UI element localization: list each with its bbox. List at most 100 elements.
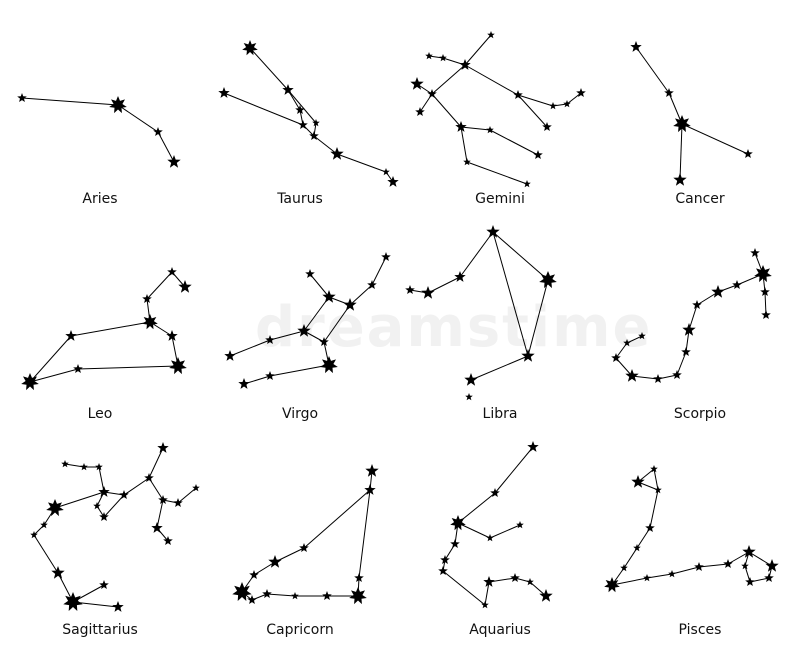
taurus-star-icon (330, 147, 344, 160)
gemini-star-icon (463, 158, 471, 166)
aquarius-star-icon (516, 521, 524, 529)
leo-star-icon (73, 364, 83, 373)
leo-link-line (77, 365, 179, 370)
pisces-star-icon (694, 562, 704, 571)
virgo-star-icon (297, 324, 311, 337)
leo-link-line (70, 321, 151, 337)
pisces-star-icon (764, 573, 774, 582)
sagittarius-star-icon (40, 521, 48, 529)
scorpio-star-icon (754, 265, 772, 283)
pisces-star-icon (620, 564, 628, 572)
pisces-star-icon (745, 577, 755, 586)
gemini-link-line (566, 92, 582, 105)
taurus-star-icon (387, 176, 399, 187)
cancer-star-icon (743, 149, 753, 158)
pisces-star-icon (631, 475, 645, 488)
leo-star-icon (167, 267, 177, 276)
gemini-link-line (464, 64, 519, 96)
pisces-star-icon (765, 559, 779, 572)
gemini-star-icon (563, 100, 571, 108)
aries-star-icon (17, 93, 27, 102)
pisces-link-line (646, 573, 673, 579)
gemini-star-icon (576, 88, 586, 97)
constellation-name-pisces: Pisces (678, 622, 722, 638)
pisces-link-line (671, 566, 700, 575)
capricorn-star-icon (365, 464, 379, 477)
sagittarius-star-icon (144, 473, 154, 482)
gemini-link-line (431, 93, 462, 128)
gemini-link-line (517, 94, 548, 128)
capricorn-star-icon (349, 587, 367, 605)
scorpio-star-icon (682, 323, 696, 336)
virgo-link-line (269, 330, 305, 341)
gemini-star-icon (513, 90, 523, 99)
capricorn-link-line (358, 489, 371, 579)
sagittarius-link-line (98, 466, 105, 493)
taurus-link-line (223, 92, 304, 126)
virgo-link-line (303, 330, 325, 343)
aquarius-link-line (494, 446, 534, 494)
pisces-link-line (637, 481, 659, 491)
gemini-link-line (460, 126, 468, 163)
aries-star-icon (153, 127, 163, 136)
gemini-star-icon (415, 107, 425, 116)
gemini-link-line (466, 161, 528, 185)
gemini-star-icon (523, 180, 531, 188)
sagittarius-star-icon (157, 442, 169, 453)
pisces-star-icon (668, 570, 676, 578)
pisces-link-line (623, 547, 638, 569)
sagittarius-link-line (57, 572, 74, 603)
aquarius-star-icon (481, 601, 489, 609)
gemini-link-line (431, 64, 466, 95)
virgo-link-line (371, 256, 387, 286)
libra-star-icon (486, 225, 500, 238)
taurus-star-icon (382, 168, 390, 176)
constellation-name-sagittarius: Sagittarius (62, 622, 138, 638)
capricorn-star-icon (299, 543, 309, 552)
aquarius-link-line (442, 570, 486, 606)
capricorn-star-icon (364, 484, 376, 495)
virgo-star-icon (320, 356, 338, 374)
sagittarius-star-icon (173, 498, 183, 507)
taurus-star-icon (282, 84, 294, 95)
sagittarius-link-line (64, 463, 85, 468)
sagittarius-star-icon (93, 502, 101, 510)
gemini-star-icon (427, 89, 437, 98)
aries-star-icon (167, 155, 181, 168)
scorpio-star-icon (692, 300, 702, 309)
capricorn-star-icon (232, 582, 252, 601)
constellation-name-libra: Libra (482, 406, 518, 422)
cancer-link-line (681, 123, 749, 155)
aries-link-line (21, 97, 119, 106)
aquarius-link-line (489, 524, 521, 539)
aries-star-icon (109, 96, 127, 114)
gemini-star-icon (549, 102, 557, 110)
gemini-star-icon (487, 31, 495, 39)
sagittarius-link-line (54, 491, 105, 509)
capricorn-star-icon (247, 595, 257, 604)
scorpio-star-icon (711, 285, 725, 298)
constellation-name-leo: Leo (87, 406, 113, 422)
leo-star-icon (65, 330, 77, 341)
pisces-link-line (748, 551, 773, 567)
aries-link-line (117, 104, 159, 133)
virgo-link-line (229, 339, 271, 357)
constellation-name-aries: Aries (82, 191, 118, 207)
sagittarius-link-line (156, 499, 164, 529)
gemini-star-icon (455, 121, 467, 132)
constellation-name-aquarius: Aquarius (469, 622, 531, 638)
virgo-link-line (349, 284, 373, 306)
gemini-star-icon (425, 52, 433, 60)
capricorn-star-icon (291, 592, 299, 600)
scorpio-star-icon (732, 280, 742, 289)
sagittarius-star-icon (51, 566, 65, 579)
pisces-link-line (698, 563, 729, 568)
gemini-link-line (489, 129, 539, 156)
pisces-link-line (649, 489, 659, 529)
